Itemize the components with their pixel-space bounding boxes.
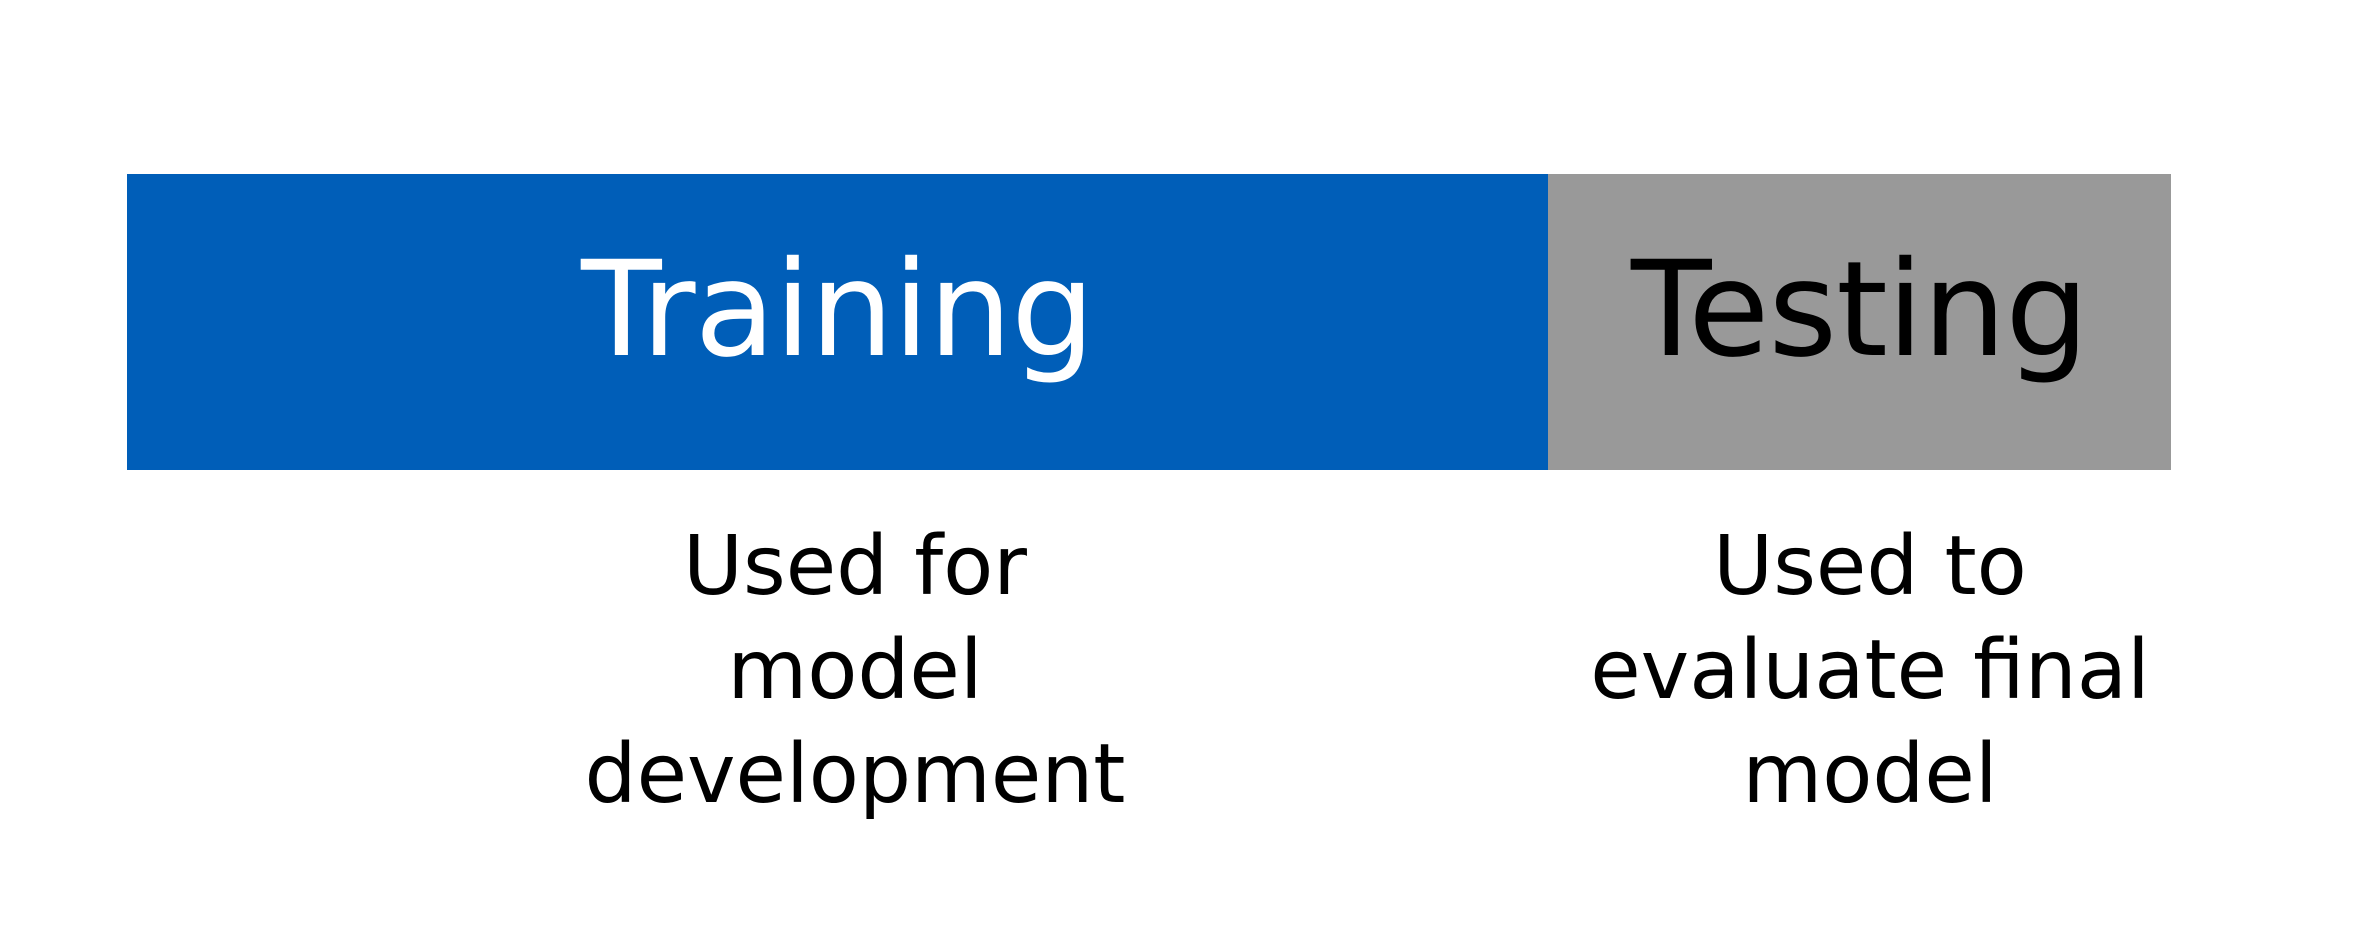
testing-caption: Used to evaluate final model: [1560, 515, 2180, 827]
training-caption-line-3: development: [584, 727, 1126, 822]
testing-caption-line-1: Used to: [1713, 519, 2027, 614]
training-caption-line-2: model: [727, 623, 983, 718]
testing-segment: Testing: [1548, 174, 2171, 470]
testing-caption-line-2: evaluate final: [1590, 623, 2150, 718]
testing-label: Testing: [1630, 233, 2089, 387]
training-segment: Training: [127, 174, 1548, 470]
testing-caption-line-3: model: [1742, 727, 1998, 822]
training-caption: Used for model development: [540, 515, 1170, 827]
training-caption-line-1: Used for: [682, 519, 1028, 614]
training-label: Training: [581, 233, 1095, 387]
